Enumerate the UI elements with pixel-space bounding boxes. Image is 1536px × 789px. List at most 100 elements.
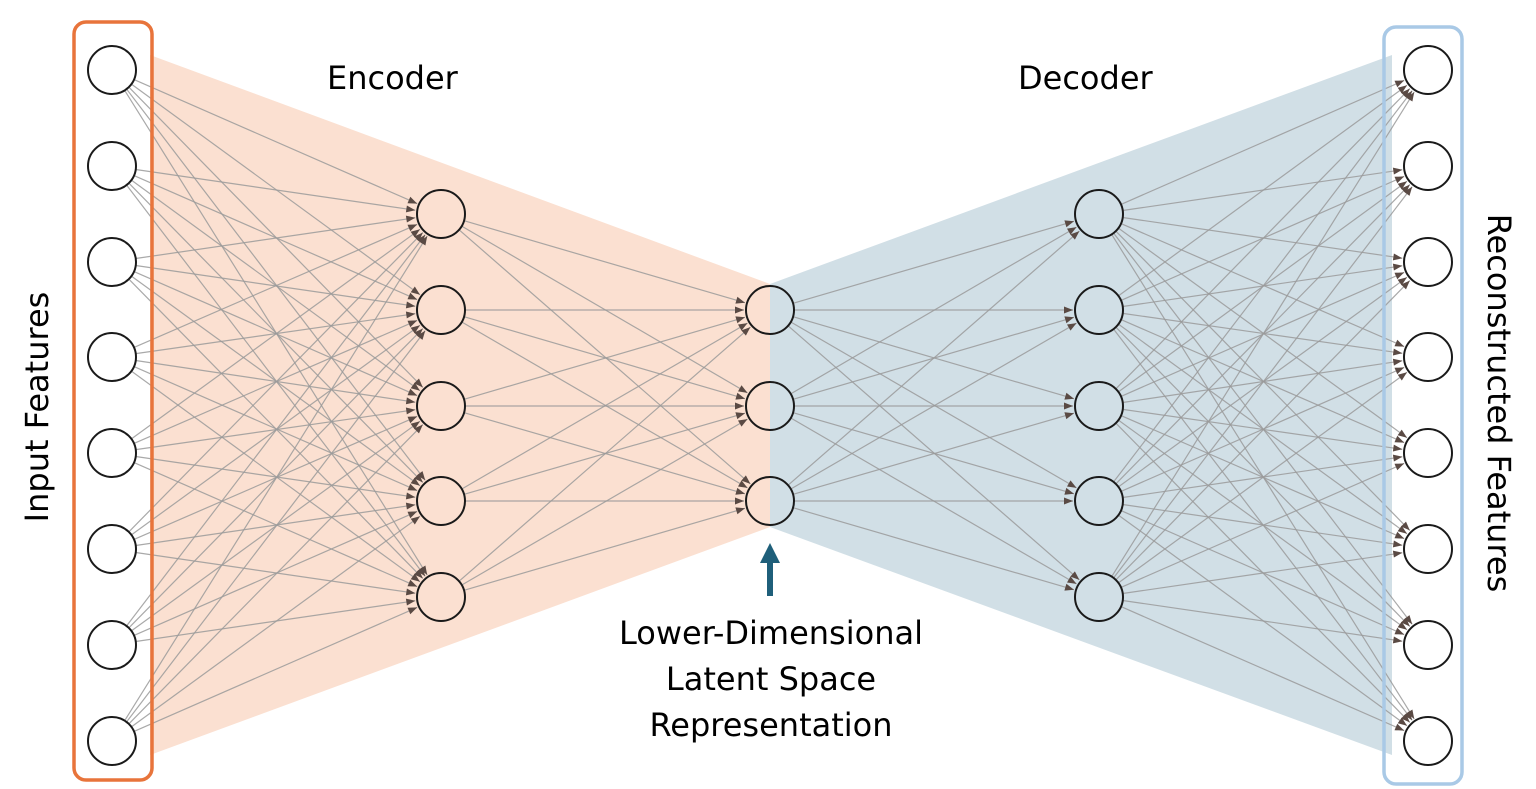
arrowhead-l1-2-0 [735,316,745,324]
latent-node-left-half-1 [746,382,770,430]
node-layer0-2 [87,237,137,287]
arrowhead-l2-2-0 [1070,231,1080,240]
connection-l0-7-1 [126,330,426,723]
arrowhead-l3-4-1 [1404,186,1413,196]
arrowhead-l1-4-1 [738,419,748,427]
encoder-label: Encoder [327,59,458,97]
node-layer4-0 [1403,45,1453,95]
arrowhead-l3-3-6 [1394,627,1405,635]
arrowhead-l0-5-1 [410,325,420,334]
connection-l3-4-2 [1115,280,1411,581]
arrowhead-l0-7-1 [417,330,426,340]
arrowhead-l3-1-2 [1392,263,1403,271]
node-layer4-3 [1403,332,1453,382]
connection-l1-0-0 [463,220,746,304]
node-layer3-3 [1074,476,1124,526]
arrowhead-l2-2-4 [1064,583,1074,591]
arrowhead-l0-2-3 [410,477,420,486]
arrowhead-l2-1-1 [1064,316,1074,324]
arrowhead-l0-6-2 [410,421,420,430]
connection-l3-0-0 [1120,79,1405,205]
arrowhead-l0-3-3 [407,483,418,491]
connection-l3-1-3 [1122,312,1403,354]
connection-l3-4-1 [1113,186,1413,579]
connection-l0-2-0 [135,217,416,260]
connection-l0-7-2 [128,424,424,725]
arrowhead-l3-1-0 [1397,85,1407,94]
arrowhead-l0-7-3 [410,516,420,525]
arrowhead-l0-4-4 [407,579,418,587]
node-layer4-6 [1403,620,1453,670]
connection-l0-0-0 [133,79,418,205]
reconstructed-features-label: Reconstructed Features [1480,213,1518,593]
arrowhead-l0-1-2 [410,382,420,391]
arrowhead-l0-2-1 [405,301,416,309]
connection-l2-2-0 [787,230,1080,486]
node-layer0-4 [87,428,137,478]
latent-label-line-3: Representation [649,706,893,744]
arrowhead-l1-1-1 [735,392,745,400]
arrowhead-l2-2-2 [1064,412,1074,420]
connection-l3-4-4 [1120,462,1405,588]
arrowhead-l3-1-6 [1401,617,1410,627]
latent-node-right-half-1 [770,382,794,430]
arrowhead-l3-0-2 [1392,253,1403,261]
arrowhead-l2-1-4 [1067,576,1077,584]
connection-l3-4-7 [1120,606,1405,732]
arrowhead-l3-4-3 [1397,372,1407,381]
arrowhead-l0-0-3 [417,471,426,481]
connection-l3-4-5 [1122,552,1403,595]
node-layer3-0 [1074,189,1124,239]
arrowhead-l0-4-0 [410,229,420,238]
arrowhead-l1-4-0 [741,327,751,336]
arrowhead-l0-0-1 [410,286,420,295]
node-layer3-2 [1074,381,1124,431]
arrowhead-l2-2-1 [1067,323,1077,331]
arrowhead-l1-0-1 [738,385,748,393]
connection-l3-3-0 [1113,90,1413,483]
arrowhead-l3-4-4 [1394,463,1405,471]
node-layer1-2 [416,381,466,431]
node-layer0-5 [87,524,137,574]
connection-l3-4-0 [1111,91,1415,577]
arrowhead-l3-0-0 [1394,80,1405,88]
arrowhead-l0-6-4 [405,598,416,606]
connection-l0-7-0 [124,235,428,721]
latent-node-left-half-2 [746,477,770,525]
arrowhead-l0-7-0 [419,236,428,246]
node-layer3-4 [1074,572,1124,622]
arrowhead-l0-3-0 [407,224,418,232]
node-layer4-7 [1403,716,1453,766]
arrowhead-l0-3-4 [410,573,420,582]
connection-l2-0-3 [790,321,1077,489]
arrowhead-l2-2-3 [1064,497,1073,505]
arrowhead-l3-4-6 [1392,636,1403,644]
arrowhead-l3-1-4 [1394,435,1405,443]
arrowhead-l0-1-3 [414,473,423,483]
node-layer4-5 [1403,524,1453,574]
arrowhead-l1-3-1 [735,412,745,420]
arrowhead-l0-5-0 [414,232,423,242]
arrowhead-l3-1-7 [1404,711,1413,721]
arrowhead-l0-1-0 [405,205,416,213]
arrowhead-l3-0-1 [1392,167,1403,175]
latent-node-right-half-2 [770,477,794,525]
connection-l0-4-3 [135,455,416,498]
connection-l0-1-0 [135,168,416,211]
node-layer1-0 [416,189,466,239]
latent-node-0 [745,285,795,335]
connection-l1-3-0 [461,322,748,490]
arrowhead-l2-0-3 [1067,480,1077,488]
connection-l0-3-0 [133,223,418,348]
arrowhead-l0-4-1 [407,320,418,328]
latent-node-2 [745,476,795,526]
arrowhead-l3-2-7 [1401,713,1410,723]
arrowhead-l3-4-0 [1406,92,1415,102]
arrowhead-l1-1-2 [738,480,748,488]
arrowhead-l3-3-5 [1392,540,1403,548]
arrowhead-l3-4-2 [1401,280,1410,290]
arrowhead-l0-0-0 [407,196,418,204]
node-layer0-7 [87,716,137,766]
arrowhead-l0-3-1 [405,311,416,319]
